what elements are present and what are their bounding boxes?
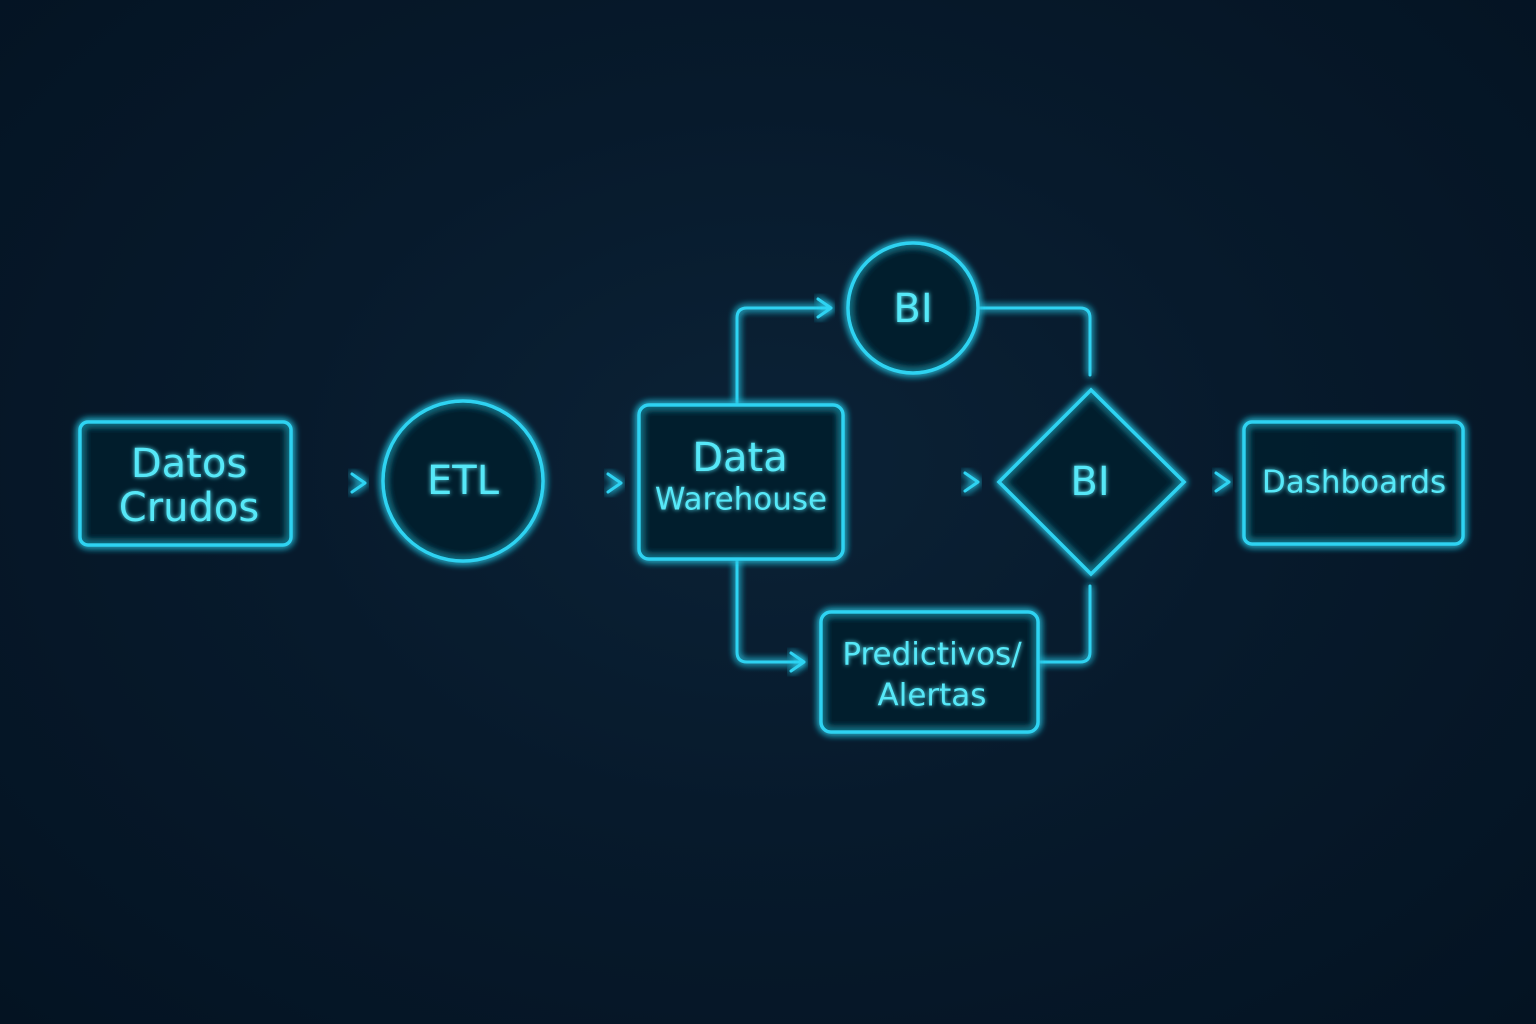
arrowhead-icon: [816, 297, 833, 319]
arrowhead-icon: [963, 471, 980, 493]
node-bi-diamond[interactable]: BI: [996, 387, 1187, 577]
node-warehouse-box: [637, 403, 845, 561]
edge-bi-circle-to-bi-diamond: [978, 306, 1092, 377]
node-raw-data-label-line1: Datos: [131, 441, 247, 487]
node-bi-circle-shape: [846, 241, 980, 375]
node-etl-label: ETL: [427, 458, 500, 504]
arrowhead-icon: [1214, 471, 1231, 493]
node-bi-diamond-shape: [996, 387, 1187, 577]
node-predictive-label-line1: Predictivos/: [842, 637, 1022, 673]
node-warehouse-label-line2: Warehouse: [655, 482, 827, 518]
edge-predictive-to-bi-diamond: [1037, 584, 1092, 664]
arrowhead-icon: [606, 472, 623, 494]
edges: [290, 297, 1231, 673]
node-dashboards[interactable]: Dashboards: [1242, 420, 1465, 546]
node-bi-circle-label: BI: [893, 286, 932, 332]
node-predictive-box: [819, 610, 1040, 734]
node-dashboards-label: Dashboards: [1262, 465, 1446, 501]
node-bi-circle[interactable]: BI: [846, 241, 980, 375]
edge-warehouse-to-bi-circle: [735, 297, 833, 406]
edge-warehouse-to-bi-diamond: [841, 471, 980, 493]
node-bi-diamond-label: BI: [1070, 459, 1109, 505]
edge-warehouse-to-predictive: [735, 558, 806, 673]
node-etl-circle: [381, 399, 545, 563]
node-warehouse-label-line1: Data: [692, 435, 788, 481]
node-etl[interactable]: ETL: [381, 399, 545, 563]
edge-raw-to-etl: [290, 472, 367, 494]
arrowhead-icon: [789, 651, 806, 673]
node-raw-data-label-line2: Crudos: [119, 485, 259, 531]
node-raw-data[interactable]: Datos Crudos: [78, 420, 293, 547]
node-raw-data-box: [78, 420, 293, 547]
node-predictive[interactable]: Predictivos/ Alertas: [819, 610, 1040, 734]
node-warehouse[interactable]: Data Warehouse: [637, 403, 845, 561]
arrowhead-icon: [350, 472, 367, 494]
node-dashboards-box: [1242, 420, 1465, 546]
edge-bi-diamond-to-dashboards: [1188, 471, 1231, 493]
node-predictive-label-line2: Alertas: [878, 678, 987, 714]
edge-etl-to-warehouse: [541, 472, 623, 494]
